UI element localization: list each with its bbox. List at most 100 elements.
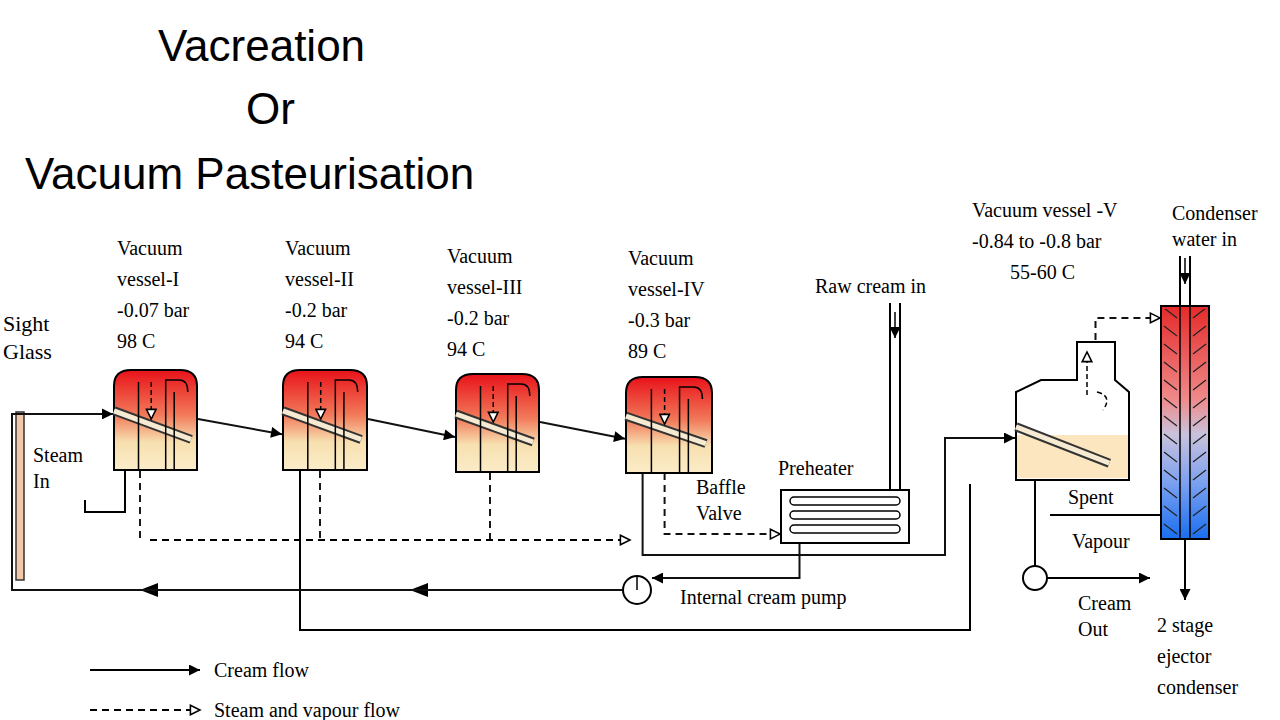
preheater-tube	[790, 511, 900, 519]
vacuum-vessel: Vacuum vessel-II-0.2 bar94 C	[282, 233, 377, 470]
cream-pipe-inner	[456, 414, 533, 442]
water-arrow	[1184, 258, 1186, 284]
node-label: -0.2 bar	[447, 303, 509, 334]
cream-flow	[652, 544, 800, 578]
vapour-arrow	[1086, 352, 1088, 395]
preheater-tube	[790, 497, 900, 505]
cream-out-arrow	[1047, 577, 1150, 579]
legend-line	[90, 709, 200, 711]
cream-pipe-inner	[114, 411, 191, 440]
spent-pipe	[1050, 514, 1160, 516]
legend-sample	[88, 700, 208, 720]
steam-arrow	[320, 382, 322, 419]
cream-flow	[198, 419, 282, 434]
sight-glass	[16, 412, 24, 580]
shape-pump	[622, 575, 652, 605]
vapour-pipe	[140, 471, 490, 540]
node-label: Vacuum vessel-III	[447, 241, 547, 303]
node-label: Vacuum vessel -V	[972, 195, 1118, 226]
legend-entry: Steam and vapour flow	[88, 690, 400, 720]
diagram-title: Vacreation	[158, 20, 365, 72]
condenser-baffles	[1161, 309, 1209, 536]
part-label: Spent	[1068, 484, 1114, 510]
node-label: 98 C	[113, 326, 155, 357]
preheater-tube	[790, 525, 900, 533]
node-label: 89 C	[625, 336, 666, 367]
vessel-body	[114, 370, 197, 470]
riser-pipe	[308, 382, 344, 470]
ejector-outlet	[1184, 540, 1186, 600]
steam-arrow	[664, 389, 666, 424]
cream-pipe-inner	[1016, 427, 1109, 463]
cream-pipe-inner	[283, 411, 361, 440]
raw-cream-pipe	[890, 303, 900, 490]
legend-line	[90, 669, 200, 671]
shape-outline	[622, 575, 652, 605]
shape-outline	[780, 489, 910, 544]
shape-outline	[113, 368, 198, 470]
cream-pipe-inner	[626, 416, 706, 443]
pump-impeller	[636, 577, 638, 590]
shape-vessel	[625, 375, 713, 473]
condenser-shell	[1161, 306, 1209, 539]
shape-vessel	[455, 372, 540, 472]
vessel-body	[1016, 342, 1129, 480]
node-label: 55-60 C	[972, 257, 1075, 288]
title-line: Or	[246, 83, 295, 135]
vacuum-vessel: Vacuum vessel-III-0.2 bar94 C	[447, 241, 547, 472]
cream-pipe-inner	[283, 411, 361, 440]
cream-pipe-inner	[456, 414, 533, 442]
cream-out-pipe	[1034, 481, 1036, 566]
preheater-shell	[781, 490, 909, 543]
node-label: -0.2 bar	[282, 295, 347, 326]
baffle-hook	[680, 387, 703, 399]
part-label: Sight Glass	[3, 310, 75, 366]
node-label: Condenser water in	[1155, 200, 1267, 252]
node-label: -0.3 bar	[625, 305, 690, 336]
node-label: 94 C	[447, 334, 485, 365]
node-label: Vacuum vessel-I	[113, 233, 208, 295]
node-label: Internal cream pump	[680, 575, 847, 610]
riser-pipe	[139, 382, 175, 470]
steam-pipe	[85, 471, 125, 512]
shape-outline	[1160, 305, 1210, 540]
legend-text: Cream flow	[214, 657, 309, 683]
shape-vesselV	[1015, 340, 1130, 480]
node-label: -0.84 to -0.8 bar	[972, 226, 1101, 257]
baffle-hook	[508, 384, 530, 396]
riser-pipe	[651, 389, 688, 473]
water-pipe	[1180, 256, 1190, 305]
vessel-body	[456, 374, 539, 472]
cream-flow	[540, 422, 625, 439]
cream-out-pump	[1023, 566, 1047, 590]
legend-sample	[88, 660, 208, 680]
riser-pipe	[481, 386, 517, 472]
vacuum-vessel: Vacuum vessel-IV-0.3 bar89 C	[625, 243, 725, 473]
node-label: Preheater	[778, 455, 854, 481]
cooled-cream	[1017, 435, 1128, 478]
node-caption: 2 stage ejector condenser	[1155, 610, 1267, 703]
cream-flow	[368, 419, 455, 437]
shape-outline	[455, 372, 540, 472]
shape-outline	[282, 368, 368, 470]
ejector-pipe	[1180, 306, 1190, 540]
cream-pipe-inner	[114, 411, 191, 440]
node-label: Vacuum vessel-IV	[625, 243, 725, 305]
vapour-flow	[665, 473, 780, 534]
shape-vessel	[113, 368, 198, 470]
shape-condenser	[1160, 305, 1210, 540]
shape-outline	[625, 375, 713, 473]
legend-entry: Cream flow	[88, 650, 400, 690]
baffle-hook	[166, 380, 188, 392]
vapour-flow	[1096, 318, 1161, 340]
vacuum-vessel: Vacuum vessel-I-0.07 bar98 C	[113, 233, 208, 470]
steam-arrow	[151, 382, 153, 419]
part-label: Cream Out	[1078, 590, 1142, 642]
node-label: Vacuum vessel-II	[282, 233, 377, 295]
shape-preheater	[780, 489, 910, 544]
shape-vessel	[282, 368, 368, 470]
node-label: -0.07 bar	[113, 295, 189, 326]
cream-pipe-inner	[626, 416, 706, 443]
cream-pump: Internal cream pump	[622, 575, 847, 610]
part-label: Baffle Valve	[696, 474, 760, 526]
